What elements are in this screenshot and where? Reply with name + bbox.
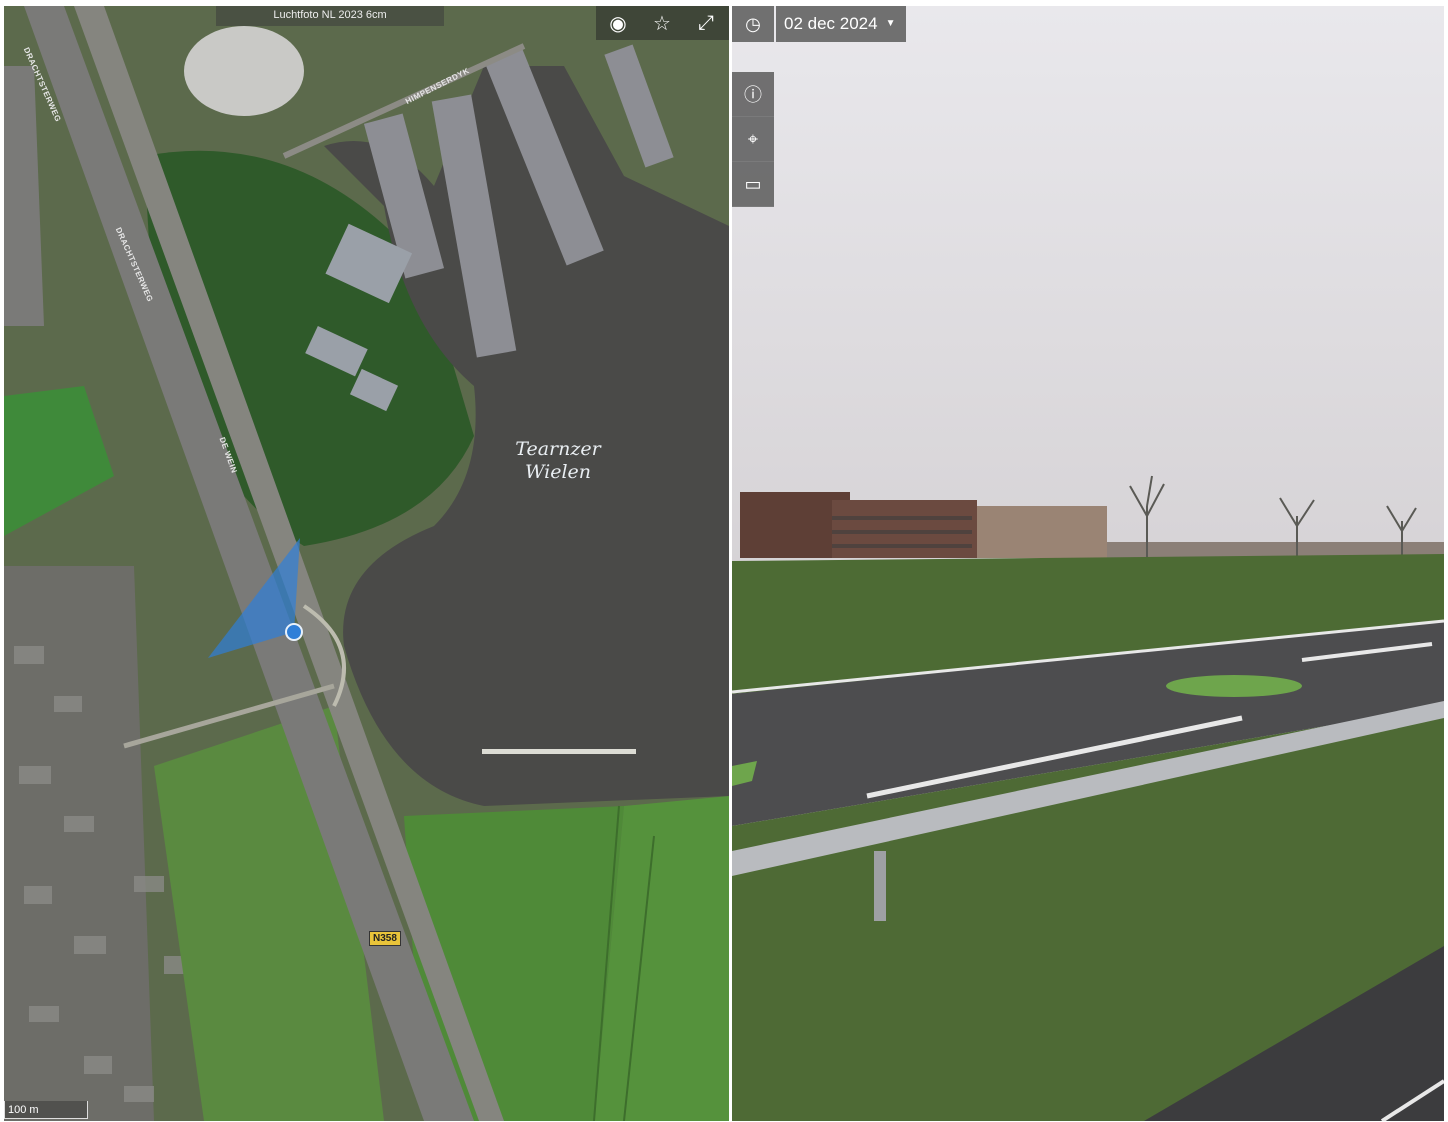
street-view-sidebar: ⓘ ⌖ ▭ bbox=[732, 72, 774, 207]
info-icon[interactable]: ⓘ bbox=[732, 72, 774, 117]
aerial-map[interactable]: DRACHTSTERWEG HIMPENSERDYK DRACHTSTERWEG… bbox=[4, 6, 729, 1121]
date-select[interactable]: 02 dec 2024 ▼ bbox=[776, 6, 906, 42]
expand-icon[interactable]: ⤢ bbox=[698, 11, 714, 34]
clock-search-icon[interactable]: ◷ bbox=[732, 6, 774, 42]
view-cone bbox=[208, 538, 300, 658]
scale-bar: 100 m bbox=[4, 1101, 88, 1119]
layer-label: Luchtfoto NL 2023 6cm bbox=[216, 6, 444, 26]
star-icon[interactable]: ☆ bbox=[653, 12, 671, 35]
map-toolbar: ◉ ☆ ⤢ bbox=[596, 6, 729, 40]
street-view[interactable]: ◷ 02 dec 2024 ▼ ⓘ ⌖ ▭ bbox=[732, 6, 1444, 1121]
eye-icon[interactable]: ◉ bbox=[609, 12, 627, 35]
road-number-badge: N358 bbox=[369, 931, 401, 946]
position-marker[interactable] bbox=[285, 623, 303, 641]
comment-icon[interactable]: ▭ bbox=[732, 162, 774, 207]
aerial-image bbox=[4, 6, 729, 1121]
date-label: 02 dec 2024 bbox=[784, 14, 878, 33]
crosshair-icon[interactable]: ⌖ bbox=[732, 117, 774, 162]
street-view-topbar: ◷ 02 dec 2024 ▼ bbox=[732, 6, 906, 42]
lake-label-line2: Wielen bbox=[524, 461, 592, 483]
lake-label: Tearnzer Wielen bbox=[502, 438, 614, 484]
street-photo bbox=[732, 6, 1444, 1121]
chevron-down-icon: ▼ bbox=[885, 18, 896, 29]
lake-label-line1: Tearnzer bbox=[515, 438, 601, 460]
